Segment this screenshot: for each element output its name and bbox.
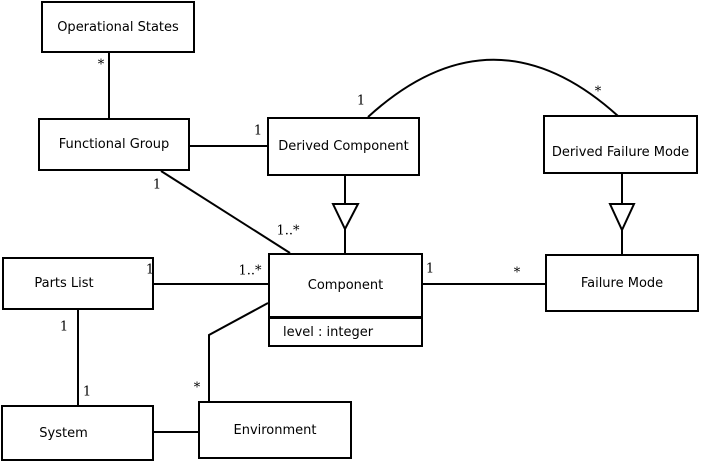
class-label: Functional Group [58,137,170,152]
class-box-operational-states[interactable]: Operational States [41,1,195,53]
multiplicity-label: * [193,380,201,396]
multiplicity-label: 1..* [276,223,300,239]
class-label: Environment [233,422,317,438]
multiplicity-label: * [97,57,105,73]
class-box-component[interactable]: Component level : integer [268,253,423,347]
component-attribute-compartment: level : integer [270,319,421,345]
component-name-compartment: Component [270,255,421,319]
class-box-failure-mode[interactable]: Failure Mode [545,254,699,312]
edge-component-environment[interactable] [208,302,269,401]
class-box-parts-list[interactable]: Parts List [2,257,154,310]
multiplicity-label: 1..* [238,263,262,279]
class-box-derived-component[interactable]: Derived Component [267,117,420,176]
class-label: Operational States [57,19,179,35]
multiplicity-label: 1 [59,319,69,335]
class-box-functional-group[interactable]: Functional Group [38,118,190,171]
attribute-label: level : integer [283,324,374,340]
class-label: Failure Mode [580,275,664,291]
class-label: Parts List [34,276,94,291]
multiplicity-label: 1 [253,123,263,139]
multiplicity-label: 1 [82,384,92,400]
class-label: System [39,425,88,441]
class-label: Derived Failure Mode [551,145,690,160]
class-label: Derived Component [278,139,409,154]
multiplicity-label: 1 [356,93,366,109]
class-label: Component [307,278,384,293]
inheritance-triangle-icon [331,203,360,232]
class-box-system[interactable]: System [1,405,154,461]
inheritance-triangle-icon [608,203,636,233]
multiplicity-label: 1 [425,261,435,277]
edge-arc-derived-component-derived-failure-mode[interactable] [367,58,619,118]
class-box-environment[interactable]: Environment [198,401,352,459]
multiplicity-label: 1 [145,262,155,278]
multiplicity-label: 1 [152,177,162,193]
class-box-derived-failure-mode[interactable]: Derived Failure Mode [543,115,698,174]
multiplicity-label: * [513,265,521,281]
multiplicity-label: * [594,84,602,100]
edge-functional-group-component[interactable] [160,170,291,254]
